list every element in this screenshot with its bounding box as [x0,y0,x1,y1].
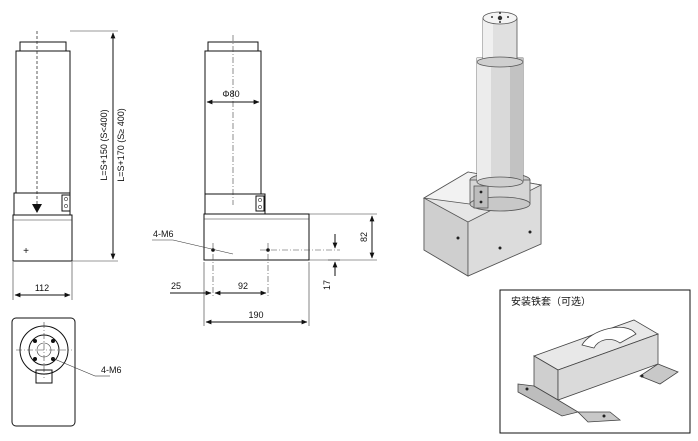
dim-82: 82 [359,232,369,242]
bracket-title: 安装铁套（可选） [511,295,591,308]
side-view: Φ80 4-M6 82 17 25 92 [152,35,377,326]
bracket-drawing [517,319,679,423]
dim-92: 92 [238,281,248,291]
dim-17: 17 [322,280,332,290]
length-label-1: L=S+150 (S<400) [99,109,109,180]
dim-190: 190 [248,310,263,320]
length-label-2: L=S+170 (S≥ 400) [116,108,126,182]
actuator-3d-render [422,11,543,277]
bracket-panel: 安装铁套（可选） [499,289,691,434]
diameter-label: Φ80 [222,89,239,99]
bottom-thread-label: 4-M6 [101,365,122,375]
dim-25: 25 [171,281,181,291]
front-view: + L=S+150 (S<400) L=S+170 (S≥ 400) 112 [12,30,126,300]
bottom-view: 4-M6 [11,317,122,427]
width-dim-112: 112 [35,283,49,293]
side-thread-label: 4-M6 [153,229,174,239]
plus-mark: + [23,246,29,257]
